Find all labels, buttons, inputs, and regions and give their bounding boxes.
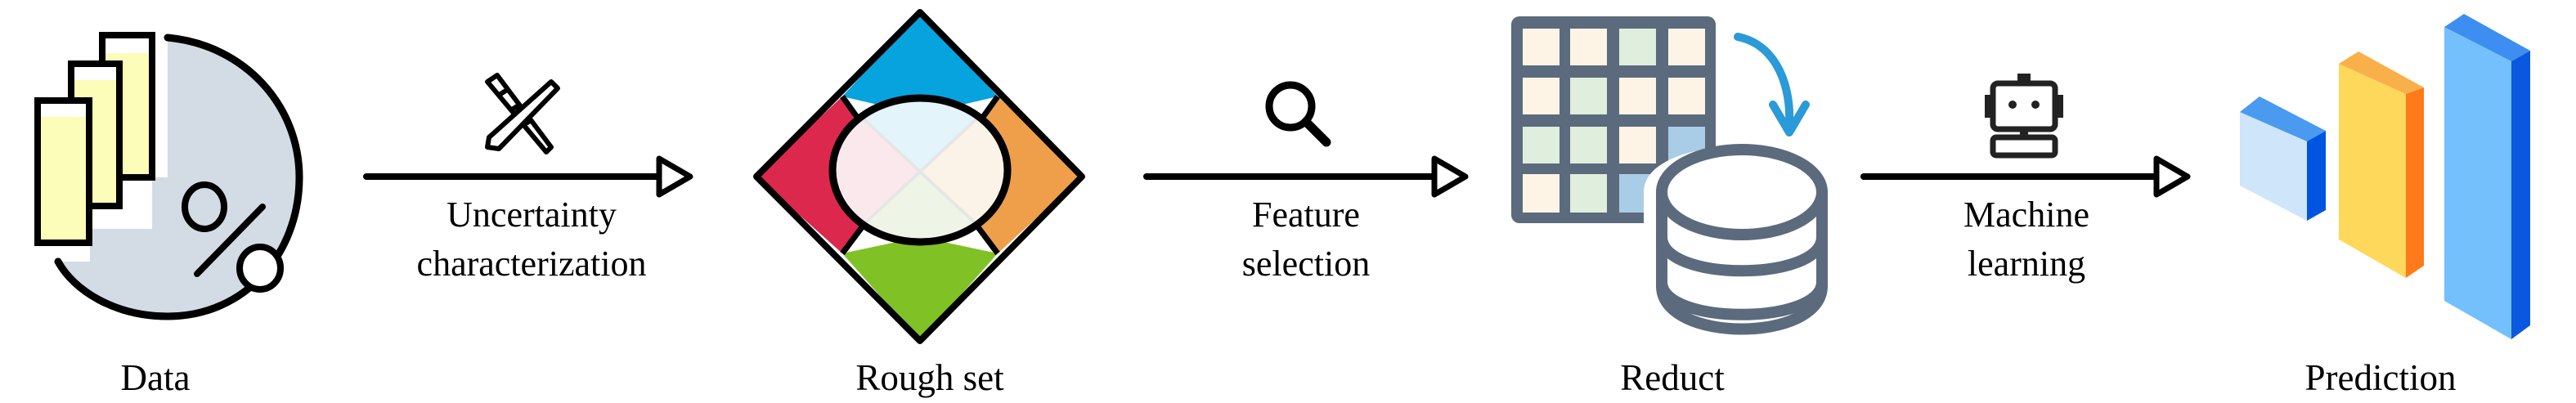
curved-arrow-icon — [1734, 33, 1794, 127]
edge-label-line1: Uncertainty — [447, 195, 617, 235]
table-cell — [1570, 78, 1607, 114]
edge-label-line2: characterization — [416, 244, 647, 284]
bar-chart-3d-icon — [2240, 14, 2530, 339]
node-label-rough-set: Rough set — [855, 357, 1004, 398]
data-chart-disc-icon — [34, 32, 303, 320]
table-database-icon — [1511, 16, 1840, 338]
arrow-reduct-to-prediction — [1860, 155, 2191, 198]
table-cell — [1619, 29, 1656, 65]
bar-small — [2240, 112, 2307, 221]
node-label-prediction: Prediction — [2304, 357, 2457, 398]
arrow-rough-set-to-reduct — [1143, 155, 1469, 198]
arrow-data-to-rough-set — [363, 155, 693, 198]
table-cell — [1523, 127, 1560, 163]
table-cell — [1619, 127, 1656, 163]
table-cell — [1523, 174, 1560, 213]
table-cell — [1570, 29, 1607, 65]
table-cell — [1523, 78, 1560, 114]
bar-medium — [2339, 64, 2406, 278]
database-icon — [1644, 144, 1840, 338]
bar-large — [2444, 27, 2511, 339]
edge-label-feature-selection: Feature selection — [1242, 190, 1370, 289]
table-cell — [1523, 29, 1560, 65]
magnifier-icon — [1265, 81, 1331, 147]
node-label-data: Data — [120, 357, 191, 398]
node-label-reduct: Reduct — [1620, 357, 1725, 398]
table-cell — [1668, 29, 1705, 65]
edge-label-line2: selection — [1241, 244, 1371, 284]
edge-label-line1: Machine — [1963, 195, 2089, 235]
rough-set-diamond-icon — [753, 9, 1085, 344]
table-cell — [1570, 174, 1607, 213]
edge-label-machine-learning: Machine learning — [1963, 190, 2089, 289]
table-cell — [1570, 127, 1607, 163]
table-cell — [1668, 78, 1705, 114]
edge-label-line2: learning — [1967, 244, 2086, 284]
ruler-pencil-icon — [485, 73, 560, 154]
robot-icon — [1985, 74, 2063, 159]
table-cell — [1619, 78, 1656, 114]
edge-label-uncertainty: Uncertainty characterization — [417, 190, 647, 289]
edge-label-line1: Feature — [1252, 195, 1360, 235]
